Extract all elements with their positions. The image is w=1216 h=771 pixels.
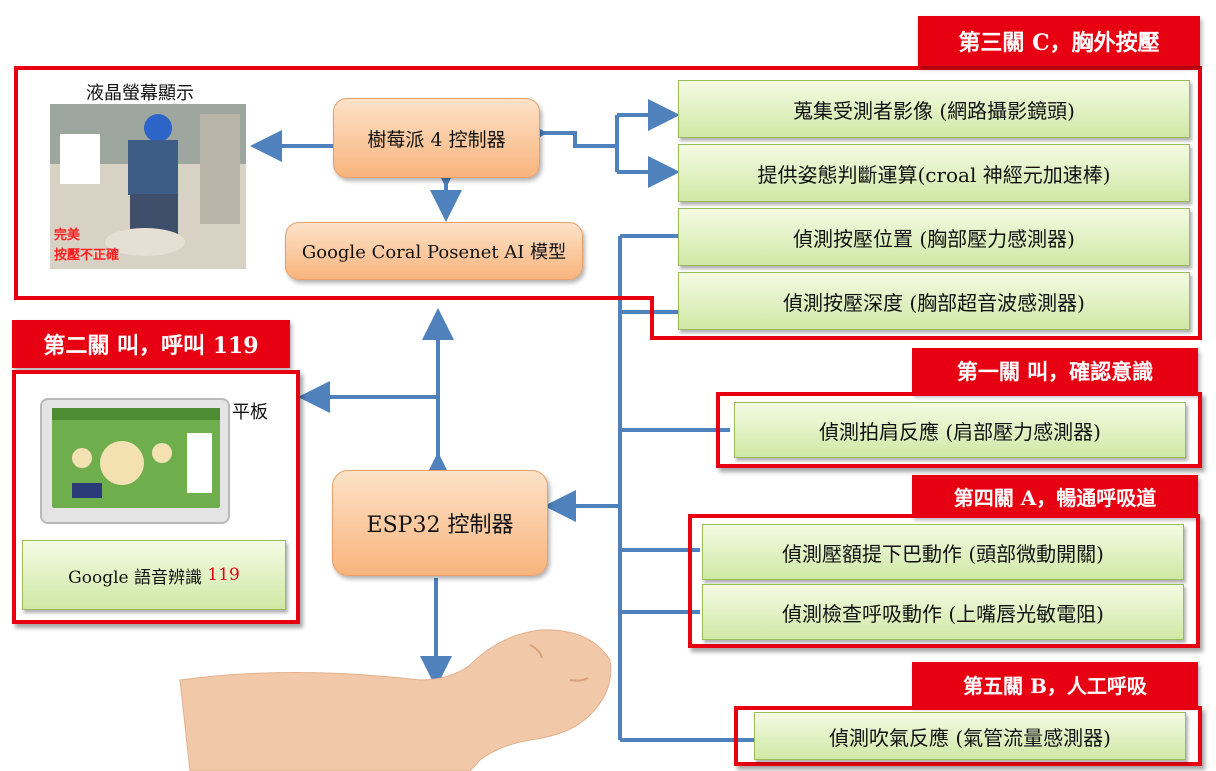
tablet-screen [52, 408, 220, 508]
sensor-head-tilt: 偵測壓額提下巴動作 (頭部微動開關) [702, 524, 1184, 580]
stage2-title: 第二關 叫，呼叫 119 [12, 320, 290, 368]
sensor-blow: 偵測吹氣反應 (氣管流量感測器) [754, 712, 1186, 760]
sensor-shoulder: 偵測拍肩反應 (肩部壓力感測器) [734, 402, 1186, 458]
coral-model: Google Coral Posenet AI 模型 [285, 222, 583, 280]
stage5-frame [734, 706, 1202, 766]
lcd-scene-image [50, 104, 246, 269]
sensor-press-position: 偵測按壓位置 (胸部壓力感測器) [678, 208, 1190, 266]
tablet-image [40, 398, 230, 524]
lcd-label: 液晶螢幕顯示 [86, 83, 194, 104]
tablet-screen-graphic [52, 408, 220, 498]
sensor-breath-check: 偵測檢查呼吸動作 (上嘴唇光敏電阻) [702, 584, 1184, 640]
esp32-controller: ESP32 控制器 [332, 470, 548, 576]
sensor-posture: 提供姿態判斷運算(croal 神經元加速棒) [678, 144, 1190, 202]
sensor-camera: 蒐集受測者影像 (網路攝影鏡頭) [678, 80, 1190, 138]
stage4-frame [688, 514, 1200, 648]
mannequin-image [179, 629, 612, 771]
raspberry-controller: 樹莓派 4 控制器 [333, 98, 540, 178]
stage4-title: 第四關 A，暢通呼吸道 [912, 475, 1198, 517]
voice-recognition-box: Google 語音辨識 119 [22, 540, 286, 610]
stage2-frame [12, 370, 300, 624]
tablet-label: 平板 [232, 402, 268, 423]
lcd-overlay-perfect: 完美 [54, 228, 81, 243]
voice-recognition-number: 119 [207, 565, 240, 585]
lcd-overlay-incorrect: 按壓不正確 [54, 248, 120, 263]
lcd-photo: 完美 按壓不正確 [50, 104, 246, 269]
stage1-title: 第一關 叫，確認意識 [912, 348, 1198, 394]
arrow-raspberry-to-bracket [516, 117, 617, 149]
sensor-press-depth: 偵測按壓深度 (胸部超音波感測器) [678, 272, 1190, 330]
stage3-title: 第三關 C，胸外按壓 [918, 16, 1200, 66]
stage1-frame [716, 392, 1202, 468]
stage5-title: 第五關 B，人工呼吸 [912, 662, 1198, 706]
voice-recognition-label: Google 語音辨識 [68, 567, 208, 588]
